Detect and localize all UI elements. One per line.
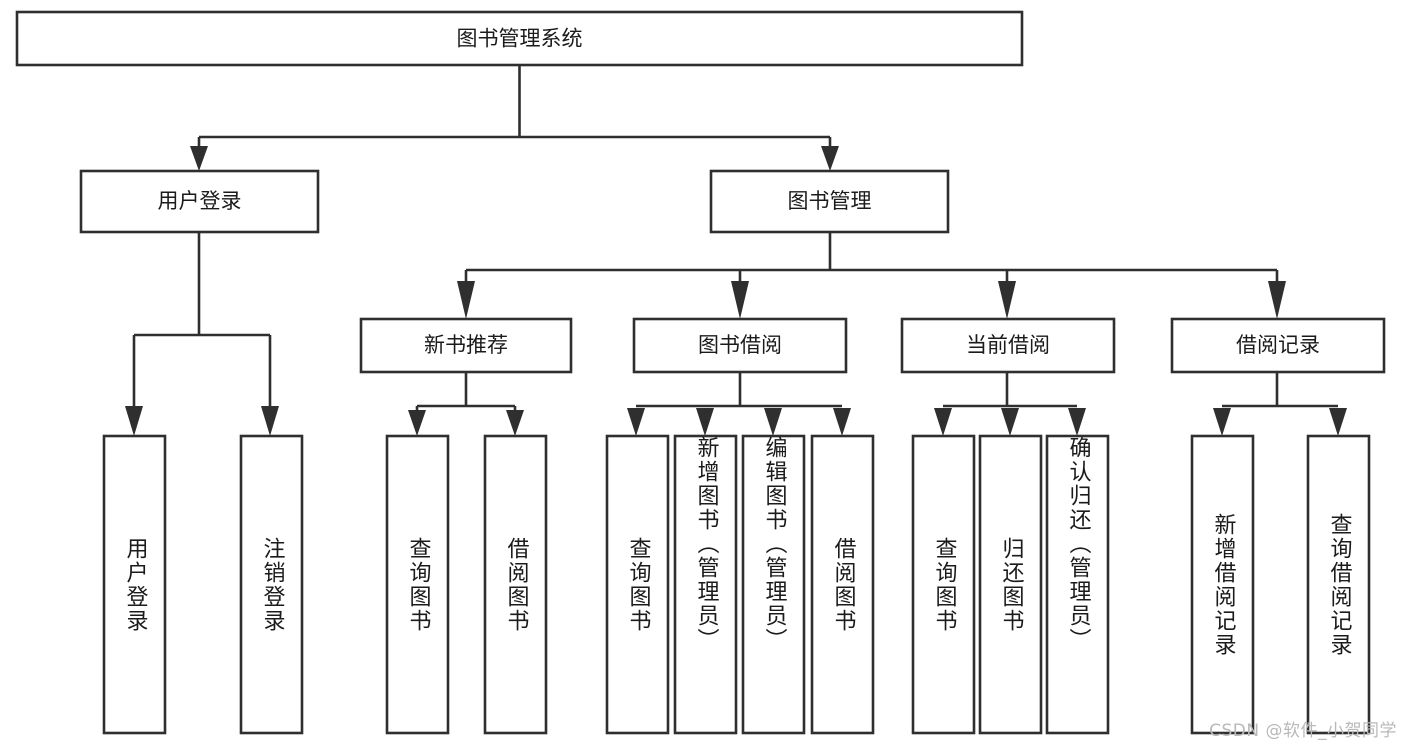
- node-label-borrow-record: 借阅记录: [1236, 333, 1320, 357]
- node-label-user-login: 用户登录: [158, 189, 242, 213]
- arrowhead-leaf-user-login: [125, 406, 143, 436]
- node-box-borrow-record[interactable]: [1170, 317, 1386, 374]
- leaf-box-bookborrow-edit[interactable]: [741, 434, 806, 735]
- arrowhead-bb-leaf-2: [696, 408, 714, 436]
- node-label-book-management: 图书管理: [788, 189, 872, 213]
- connector-group-current-borrow-to-leaves: [934, 372, 1086, 436]
- arrowhead-user-login: [190, 146, 208, 171]
- leaf-box-bookborrow-add[interactable]: [673, 434, 738, 735]
- node-user-login[interactable]: 用户登录: [79, 169, 320, 234]
- arrowhead-bb-leaf-4: [833, 408, 851, 436]
- leaf-box-currentborrow-confirm[interactable]: [1045, 434, 1110, 735]
- node-current-borrow[interactable]: 当前借阅: [900, 317, 1116, 374]
- arrowhead-cb-leaf-2: [1001, 408, 1019, 436]
- leaf-box-borrowrecord-add[interactable]: [1190, 434, 1255, 735]
- arrowhead-br-leaf-1: [1213, 408, 1231, 436]
- arrowhead-book-borrow: [731, 281, 749, 319]
- node-box-root[interactable]: [15, 10, 1024, 67]
- leaf-box-newbook-borrow[interactable]: [483, 434, 548, 735]
- node-root-book-management-system[interactable]: 图书管理系统: [15, 10, 1024, 67]
- node-box-book-management[interactable]: [709, 169, 950, 234]
- node-new-book-recommend[interactable]: 新书推荐: [359, 317, 573, 374]
- connector-group-book-borrow-to-leaves: [627, 372, 851, 436]
- leaf-box-newbook-query[interactable]: [385, 434, 450, 735]
- node-label-new-book-recommend: 新书推荐: [424, 333, 508, 357]
- node-box-new-book-recommend[interactable]: [359, 317, 573, 374]
- node-label-book-borrow: 图书借阅: [698, 333, 782, 357]
- leaf-box-user-login-login[interactable]: [102, 434, 167, 735]
- node-label-root: 图书管理系统: [457, 27, 583, 51]
- node-label-current-borrow: 当前借阅: [966, 333, 1050, 357]
- arrowhead-bb-leaf-3: [764, 408, 782, 436]
- arrowhead-bb-leaf-1: [627, 408, 645, 436]
- leaf-box-currentborrow-query[interactable]: [911, 434, 976, 735]
- arrowhead-current-borrow: [998, 281, 1016, 319]
- leaf-box-bookborrow-query[interactable]: [605, 434, 670, 735]
- arrowhead-cb-leaf-1: [934, 408, 952, 436]
- connector-group-user-login-to-leaves: [125, 232, 279, 436]
- connector-group-book-mgmt-to-level3: [457, 232, 1286, 319]
- arrowhead-borrow-record: [1268, 281, 1286, 319]
- arrowhead-cb-leaf-3: [1068, 408, 1086, 436]
- node-book-borrow[interactable]: 图书借阅: [632, 317, 848, 374]
- arrowhead-book-mgmt: [821, 146, 839, 171]
- leaf-box-borrowrecord-query[interactable]: [1306, 434, 1371, 735]
- node-box-user-login[interactable]: [79, 169, 320, 234]
- arrowhead-nb-leaf-2: [506, 410, 524, 436]
- arrowhead-new-book: [457, 281, 475, 319]
- connector-group-borrow-record-to-leaves: [1213, 372, 1347, 436]
- connector-group-root-to-level2: [190, 65, 839, 171]
- node-box-current-borrow[interactable]: [900, 317, 1116, 374]
- node-borrow-record[interactable]: 借阅记录: [1170, 317, 1386, 374]
- node-box-book-borrow[interactable]: [632, 317, 848, 374]
- leaf-box-currentborrow-return[interactable]: [978, 434, 1043, 735]
- leaf-box-user-login-logout[interactable]: [239, 434, 304, 735]
- arrowhead-br-leaf-2: [1329, 408, 1347, 436]
- arrowhead-leaf-logout: [261, 406, 279, 436]
- connector-group-new-book-to-leaves: [408, 372, 524, 436]
- arrowhead-nb-leaf-1: [408, 410, 426, 436]
- leaf-box-bookborrow-borrow[interactable]: [810, 434, 875, 735]
- node-book-management[interactable]: 图书管理: [709, 169, 950, 234]
